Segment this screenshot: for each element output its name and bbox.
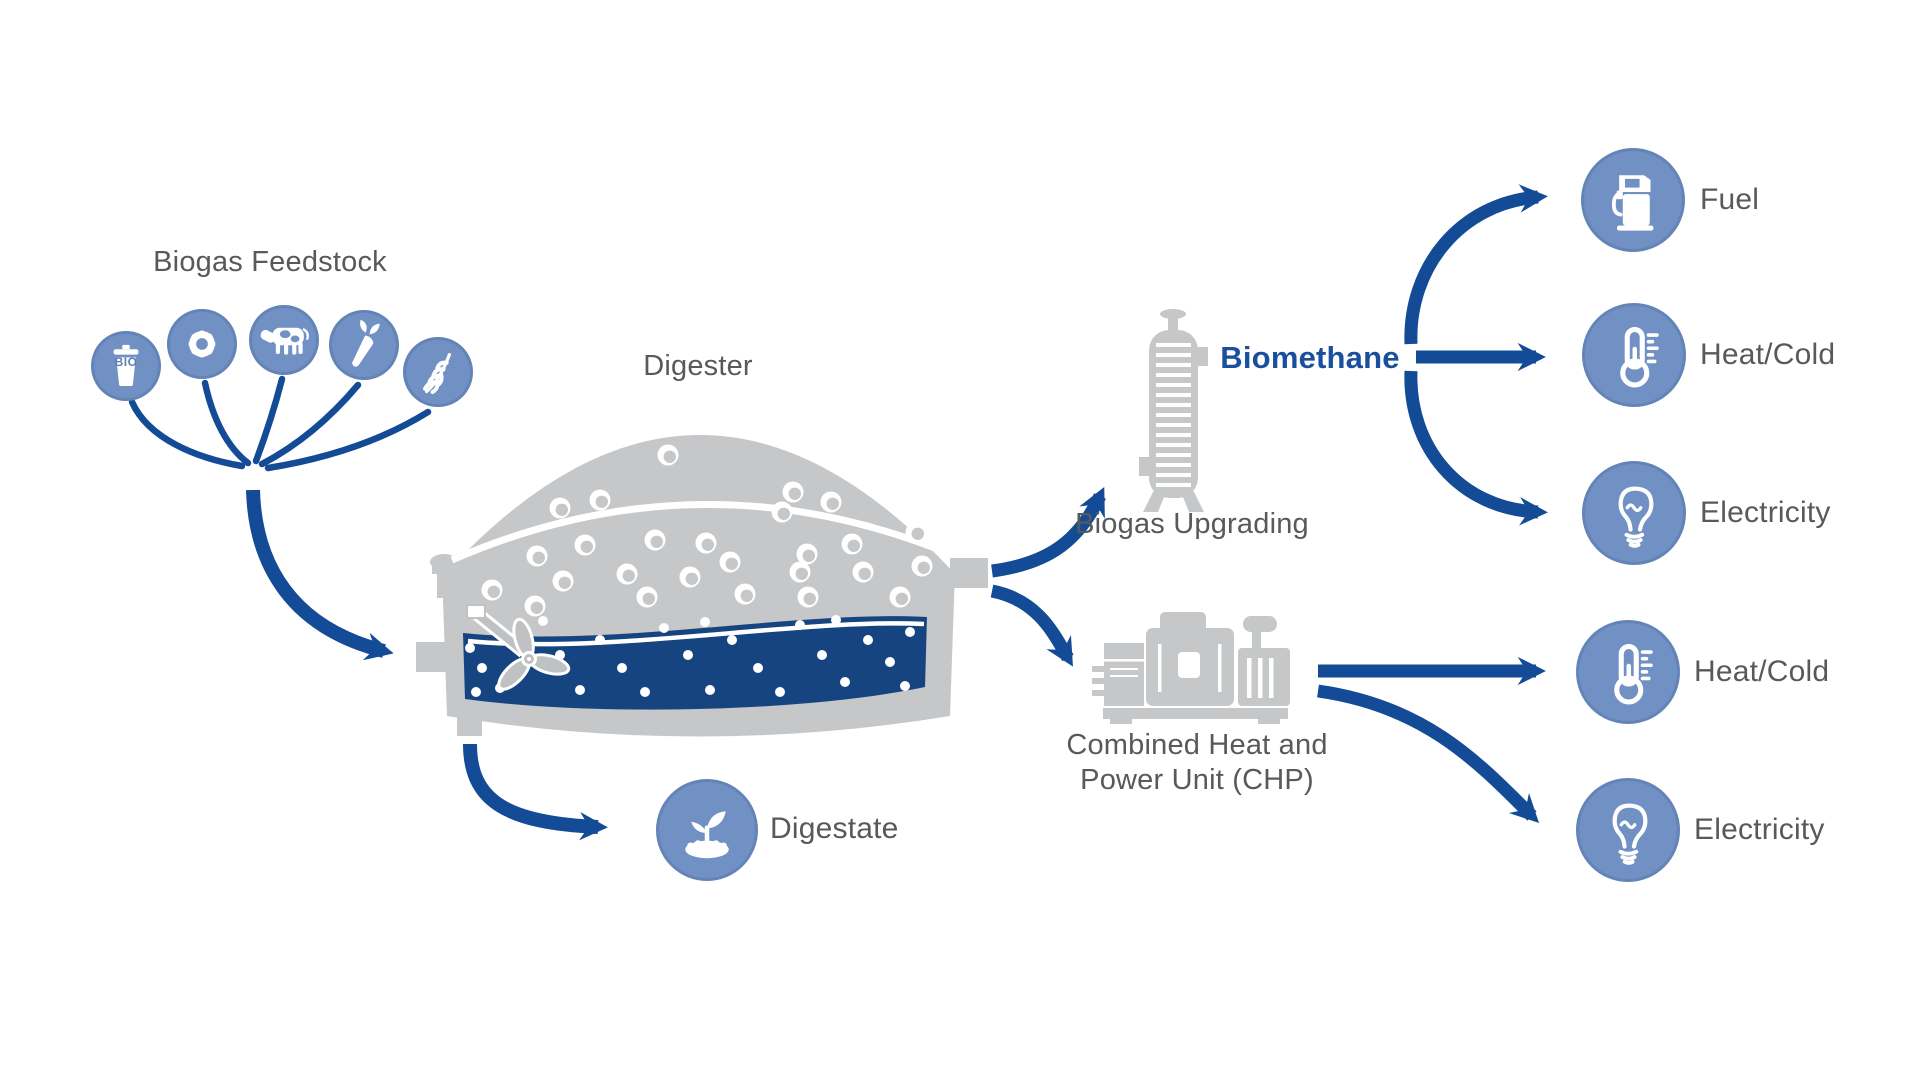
thermometer-icon bbox=[1592, 636, 1664, 708]
cow-icon bbox=[256, 312, 312, 368]
digester-graphic bbox=[416, 435, 988, 737]
digestate-outlet-pipe bbox=[457, 712, 482, 736]
feed-inlet-stub bbox=[416, 642, 446, 672]
light-bulb-icon bbox=[1592, 794, 1664, 866]
chp-to-electricity-arrow bbox=[1317, 684, 1540, 824]
feedstock-icon-crops bbox=[403, 337, 473, 407]
output-heatcold-circle-1 bbox=[1582, 303, 1686, 407]
feedstock-icon-manure bbox=[249, 305, 319, 375]
output-fuel-label: Fuel bbox=[1700, 183, 1760, 216]
feedstock-icon-bio-waste: BIO bbox=[91, 331, 161, 401]
output-heatcold-label-1: Heat/Cold bbox=[1700, 338, 1836, 371]
chp-label-line1: Combined Heat and bbox=[1066, 729, 1328, 761]
mixer-propeller-icon bbox=[466, 604, 571, 691]
arrow-from-gear bbox=[201, 379, 252, 467]
output-fuel-circle bbox=[1581, 148, 1685, 252]
biogas-to-chp-arrow bbox=[990, 584, 1074, 667]
feed-to-digester-arrow bbox=[246, 489, 394, 661]
feedstock-title: Biogas Feedstock bbox=[153, 246, 387, 278]
output-electricity-label-2: Electricity bbox=[1694, 813, 1825, 846]
bio-bin-text: BIO bbox=[114, 355, 138, 369]
thermometer-icon bbox=[1598, 319, 1670, 391]
biomethane-to-electricity-arrow bbox=[1404, 370, 1548, 526]
arrow-from-cow bbox=[252, 375, 286, 465]
gas-outlet-stub bbox=[950, 558, 988, 588]
biomethane-label: Biomethane bbox=[1220, 340, 1400, 375]
gas-bubbles bbox=[481, 444, 933, 617]
dome-divider-line bbox=[450, 500, 952, 564]
light-bulb-icon bbox=[1598, 477, 1670, 549]
arrow-from-carrot bbox=[258, 381, 362, 468]
carrot-icon bbox=[337, 318, 391, 372]
output-electricity-circle-1 bbox=[1582, 461, 1686, 565]
output-heatcold-circle-2 bbox=[1576, 620, 1680, 724]
chp-label-line2: Power Unit (CHP) bbox=[1080, 764, 1314, 796]
fuel-pump-icon bbox=[1598, 165, 1668, 235]
biogas-to-upgrading-arrow bbox=[991, 487, 1106, 578]
digestate-label: Digestate bbox=[770, 812, 899, 845]
arrow-from-wheat bbox=[264, 408, 432, 472]
sprout-icon bbox=[671, 794, 743, 866]
chp-engine-icon bbox=[1092, 612, 1290, 724]
digestate-icon-circle bbox=[656, 779, 758, 881]
feedstock-icon-vegetables bbox=[329, 310, 399, 380]
feedstock-icon-industry bbox=[167, 309, 237, 379]
arrow-from-bio-bin bbox=[128, 398, 246, 470]
wheat-icon bbox=[412, 346, 464, 398]
biomethane-to-fuel-arrow bbox=[1404, 184, 1548, 345]
output-electricity-label-1: Electricity bbox=[1700, 496, 1831, 529]
gear-icon bbox=[175, 317, 229, 371]
biogas-upgrading-label: Biogas Upgrading bbox=[1075, 508, 1309, 540]
feedstock-converge-arrows bbox=[128, 375, 432, 472]
output-heatcold-label-2: Heat/Cold bbox=[1694, 655, 1830, 688]
digester-label: Digester bbox=[643, 350, 753, 382]
digester-to-digestate-arrow bbox=[463, 743, 608, 841]
output-electricity-circle-2 bbox=[1576, 778, 1680, 882]
biogas-upgrading-tower-icon bbox=[1139, 309, 1208, 512]
